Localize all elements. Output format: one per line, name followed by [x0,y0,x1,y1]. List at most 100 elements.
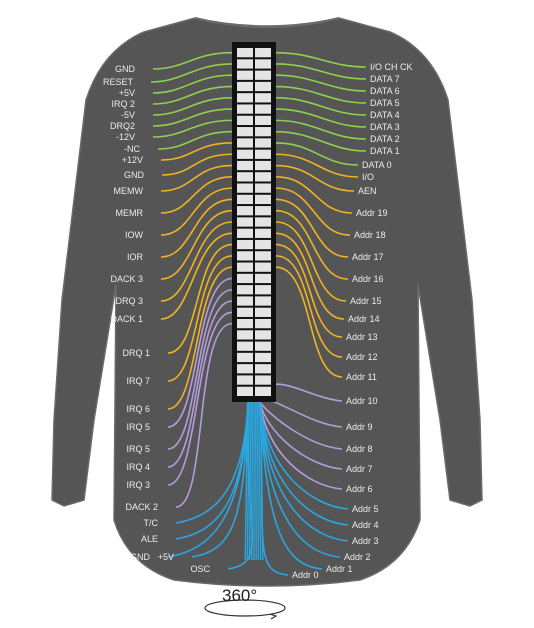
connector-pin [255,160,271,171]
connector-pin [237,48,253,58]
connector-pin [237,251,253,261]
right-pin-label: DATA 6 [370,86,400,96]
wire-right [259,401,349,526]
left-pin-label: IRQ 4 [126,462,150,472]
right-pin-label: DATA 5 [370,98,400,108]
right-pin-label: DATA 7 [370,74,400,84]
connector-pin [237,70,253,80]
wire-right [275,266,343,378]
left-pin-label: OSC [190,564,210,574]
wire-right [259,401,349,510]
right-pin-label: Addr 1 [326,564,353,574]
wire-trunk [259,401,264,561]
connector-pin [255,341,271,351]
wire-left [160,164,233,192]
right-pin-label: Addr 2 [344,552,371,562]
right-pin-label: Addr 17 [352,252,384,262]
connector-pin [237,183,253,193]
connector-pin [255,318,271,329]
wire-left [160,198,233,258]
left-pin-label: IRQ 5 [126,444,150,454]
wire-right [275,119,367,140]
wire-right [259,401,349,542]
connector-pin [237,172,253,182]
wire-trunk [251,401,254,561]
connector-pin [255,127,271,137]
wire-right [259,401,341,558]
wire-left [160,221,233,302]
connector-pin [255,183,271,193]
connector-slot [232,42,276,402]
left-pin-label: DRQ 1 [122,348,150,358]
connector-pin [237,330,253,340]
left-pin-label: IRQ 3 [126,480,150,490]
connector-pin [237,239,253,250]
left-pin-label: DACK 2 [125,502,158,512]
connector-pin [237,81,253,92]
connector-pin [255,296,271,306]
wire-left [157,130,233,150]
connector-pin [237,296,253,306]
connector-pin [255,307,271,317]
wire-trunk [246,401,250,561]
left-pin-label: GND [124,170,145,180]
left-pin-label: GND [130,552,151,562]
wire-left [161,153,233,176]
connector-pin [255,262,271,272]
wire-right [275,243,343,338]
right-pin-label: Addr 8 [346,444,373,454]
left-pin-label: IRQ 7 [126,376,150,386]
wire-right [259,401,343,490]
left-pin-label: DRQ2 [110,121,135,131]
wire-left [160,187,233,236]
right-pin-label: DATA 0 [362,160,392,170]
wire-bundle [150,51,367,576]
left-pin-label: IOW [125,230,144,240]
rotate-360-label[interactable]: 360° [222,586,258,605]
connector-pin [255,206,271,216]
wire-right [275,255,343,358]
right-pin-label: I/O CH CK [370,62,413,72]
wire-right [259,401,343,470]
connector-pin [237,228,253,238]
wire-right [275,97,367,116]
left-pin-label: DACK 1 [110,314,143,324]
connector-pin [237,352,253,363]
rotate-360-icon[interactable] [200,594,290,622]
left-pin-label: T/C [144,518,159,528]
connector-pin [237,160,253,171]
wire-right [275,74,367,92]
connector-pin [255,81,271,92]
connector-pin [237,364,253,374]
left-pin-label: ALE [141,534,158,544]
connector-pin [237,93,253,103]
connector-pin [237,285,253,295]
connector-pin [255,330,271,340]
right-pin-label: DATA 1 [370,146,400,156]
connector-pin [237,59,253,69]
connector-pin [237,386,253,396]
shirt-collar [194,17,340,28]
connector-pin [255,251,271,261]
connector-pin [237,149,253,159]
wire-left [160,176,233,214]
left-pin-label: RESET [103,77,134,87]
wire-right [259,401,323,570]
connector-pin [255,48,271,58]
left-pin-label: IRQ 6 [126,404,150,414]
left-pin-label: -12V [116,132,135,142]
wire-left [167,255,233,382]
connector-pin [255,228,271,238]
connector-pin [237,194,253,205]
wire-right [275,142,359,166]
wire-right [275,130,367,152]
connector-pin [237,138,253,148]
wire-left [160,209,233,280]
wire-right [275,198,349,258]
right-pin-label: Addr 18 [354,230,386,240]
right-pin-label: I/O [362,172,374,182]
right-pin-label: Addr 19 [356,208,388,218]
